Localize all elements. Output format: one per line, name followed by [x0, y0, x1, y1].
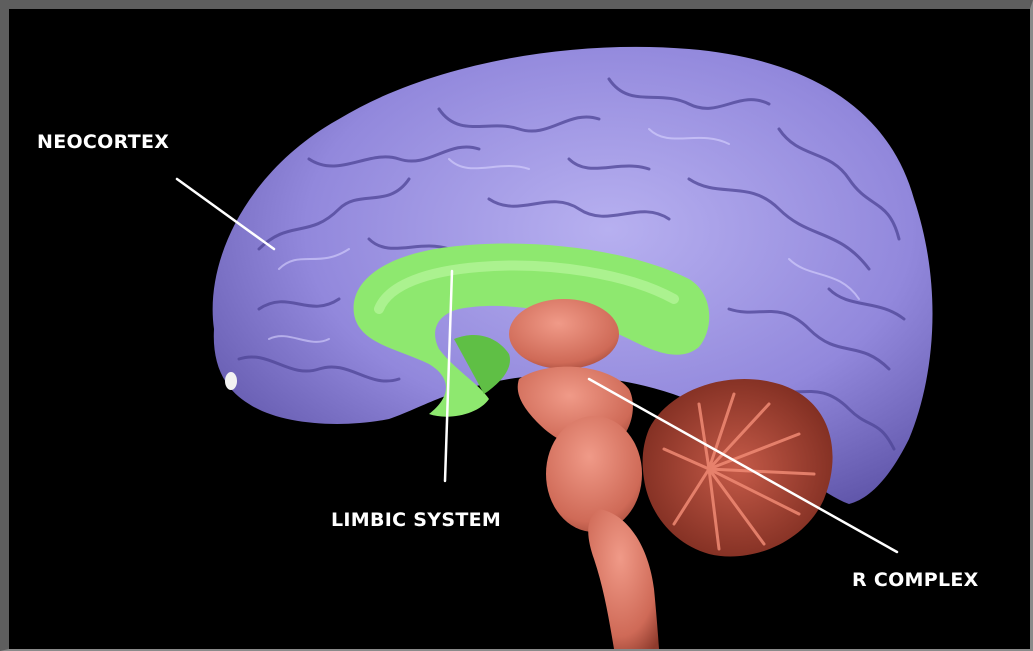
limbic-system-label: LIMBIC SYSTEM — [331, 511, 501, 530]
cerebellum-shape — [643, 379, 833, 557]
brain-sagittal-illustration — [9, 9, 1030, 649]
neocortex-label: NEOCORTEX — [37, 133, 169, 152]
r-complex-label: R COMPLEX — [852, 571, 979, 590]
